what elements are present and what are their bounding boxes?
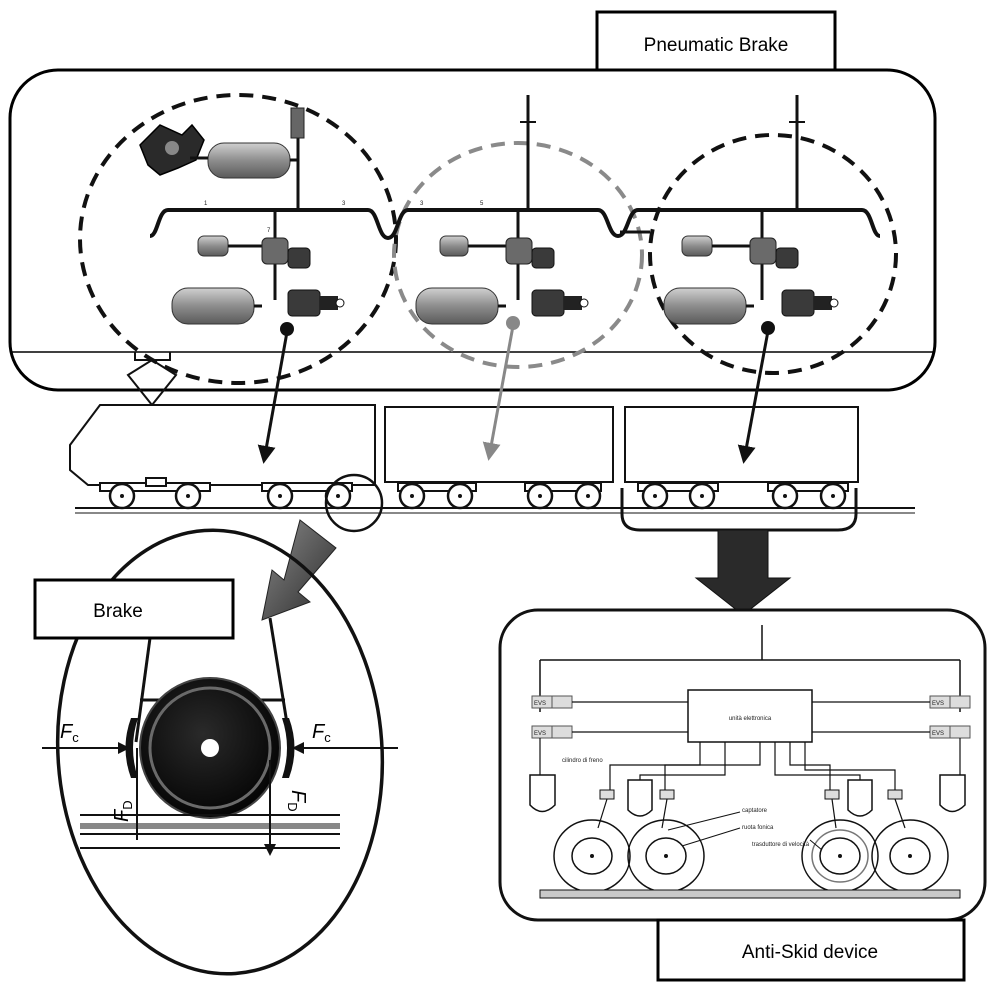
aux-reservoir-large-icon [172,288,254,324]
locomotive-body [70,405,375,485]
pressure-valve-icon [291,108,304,138]
train-wheels [110,484,845,508]
train [70,405,915,531]
big-arrow-to-brake [262,520,336,620]
phonic-wheel-label: ruota fonica [742,825,774,831]
svg-text:3: 3 [342,201,346,207]
aux-reservoir-small-icon [198,236,228,256]
brake-cylinder-label: cilindro di freno [562,758,603,764]
anti-skid-panel: EVS EVS EVS EVS unità elettronica cilind… [500,610,985,920]
brake-label-box: Brake [35,580,233,638]
pneumatic-brake-label: Pneumatic Brake [644,35,789,56]
car3-body [625,407,858,482]
anti-skid-label-box: Anti-Skid device [658,920,964,980]
wheel-hub [201,739,219,757]
evs-label-rb: EVS [932,731,944,737]
brake-pipe [150,210,880,238]
fc-label-right: Fc [312,721,331,745]
car1-components: 1 3 7 [140,108,346,336]
main-reservoir-icon [208,143,290,178]
evs-label-lb: EVS [534,731,546,737]
sensor-label: captatore [742,808,768,814]
car2-body [385,407,613,482]
fc-label-left: Fc [60,721,79,745]
svg-text:3: 3 [420,201,424,207]
evs-label-rt: EVS [932,701,944,707]
evs-label-lt: EVS [534,701,546,707]
compressor-icon [140,125,204,175]
car3-components [664,95,838,335]
svg-text:1: 1 [204,201,208,207]
speed-transducer-label: trasduttore di velocità [752,842,810,848]
distributor-valve-icon [262,238,288,264]
svg-text:5: 5 [480,201,484,207]
brake-cylinder-icon [288,290,320,316]
brake-shoe-right [282,718,295,778]
pneumatic-brake-label-box: Pneumatic Brake [597,12,835,70]
control-unit-label: unità elettronica [729,716,772,722]
fd-label-right: FD [285,790,309,812]
brake-label: Brake [93,601,143,622]
dashed-circle-car1 [80,95,396,383]
big-arrow-to-antiskid [696,530,790,615]
pantograph-icon [128,352,176,405]
svg-text:7: 7 [267,228,271,234]
anti-skid-rail [540,890,960,898]
anti-skid-label: Anti-Skid device [742,942,878,963]
fd-label-left: FD [111,800,135,822]
